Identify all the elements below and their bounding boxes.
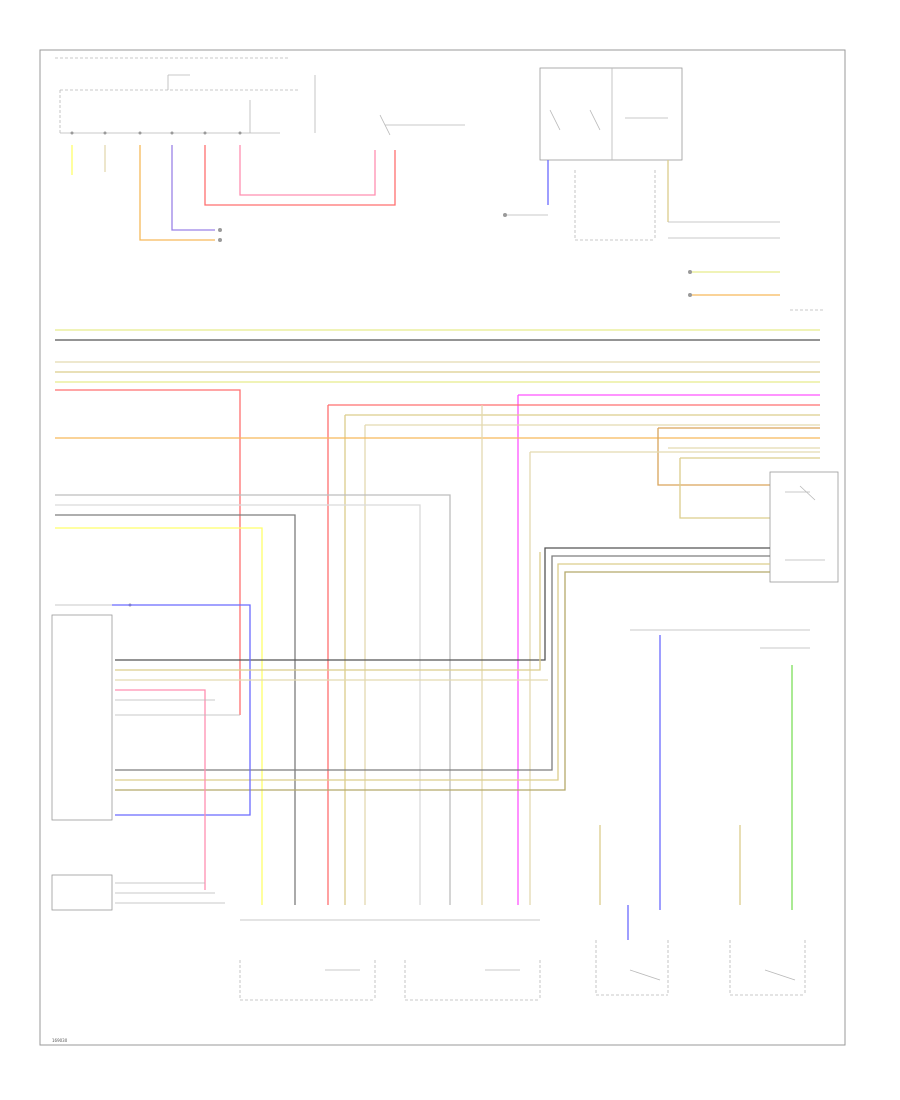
right-module [769,471,839,583]
diagram-frame [39,49,846,1046]
footer-code: 169030 [52,1038,68,1043]
bus-wires [55,329,820,905]
fuse-relay-area [55,57,465,136]
wire-red-1 [204,145,396,206]
wire-gray-right-2 [115,555,770,771]
wire-pink-mod [115,689,206,890]
switch-assembly-bottom [595,940,806,996]
relay-box-top [539,67,683,161]
wire-olive-right-4 [115,571,770,791]
wire-tan-right-3 [115,563,770,781]
wire-blue-left [112,604,251,816]
bottom-connectors [239,919,541,1001]
wire-black-right-1 [115,547,770,661]
wire-violet-1 [171,145,215,231]
wire-black-left [55,514,296,905]
switch-assembly-top [503,170,656,241]
wire-pink-1 [239,145,376,196]
wire-orange-1 [139,145,215,241]
control-module-left [51,603,250,821]
wire-gray-left [55,494,451,905]
sensor-module-left [51,874,225,911]
wire-yellow-left [55,527,263,905]
fuse-contacts [70,131,242,135]
wire-tan-mod-1 [115,552,541,671]
wire-darkgray-left [55,504,421,905]
